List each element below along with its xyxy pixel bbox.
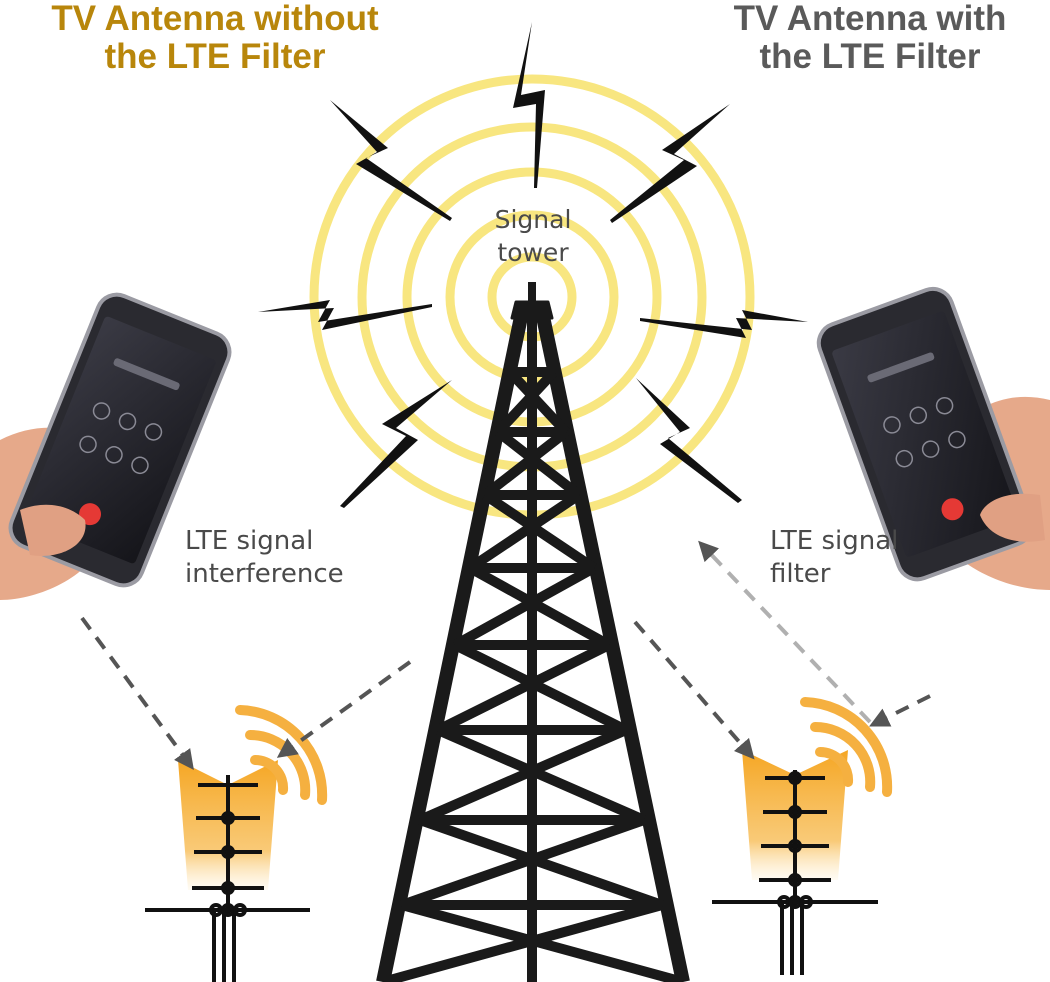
title-line: TV Antenna with [733,0,1007,38]
label-line: tower [497,238,569,267]
tv-antenna-with-filter [712,697,893,975]
lightning-bolt-icon [340,380,452,508]
title-without-filter: TV Antenna without the LTE Filter [10,0,420,76]
lightning-bolt-icon [513,22,545,188]
label-line: LTE signal [185,526,314,556]
tower-leg-left [376,310,529,982]
call-end-icon [941,498,964,521]
label-line: Signal [494,205,572,234]
smartphone-left [0,292,232,600]
tower-top [510,300,554,320]
lightning-bolt-icon [258,300,432,330]
lightning-bolt-icon [640,310,808,338]
label-line: interference [185,559,344,589]
title-line: the LTE Filter [104,37,326,76]
phone-screen [24,316,216,564]
title-with-filter: TV Antenna with the LTE Filter [680,0,1050,76]
tower-leg-right [535,310,690,982]
lightning-bolt-icon [610,104,730,223]
arrow-lte-interference-left [80,616,194,771]
label-lte-signal-interference: LTE signal interference [185,525,344,591]
label-line: LTE signal [770,526,899,556]
label-line: filter [770,559,831,589]
smartphone-right [816,286,1050,590]
label-signal-tower: Signal tower [478,203,588,269]
title-line: the LTE Filter [759,37,981,76]
arrow-lte-filtered-out [698,540,872,724]
lightning-bolt-icon [330,100,452,221]
arrow-tower-to-right-antenna [633,620,755,760]
signal-tower [376,282,690,982]
label-lte-signal-filter: LTE signal filter [770,525,898,591]
title-line: TV Antenna without [51,0,379,38]
lightning-bolts [258,22,808,508]
wifi-waves-icon [800,697,893,797]
lightning-bolt-icon [636,378,742,503]
tv-antenna-without-filter [145,705,328,982]
arrow-lte-interference-left-2 [276,660,412,758]
arrow-to-right-antenna [869,694,931,727]
tower-lattice [381,312,685,982]
